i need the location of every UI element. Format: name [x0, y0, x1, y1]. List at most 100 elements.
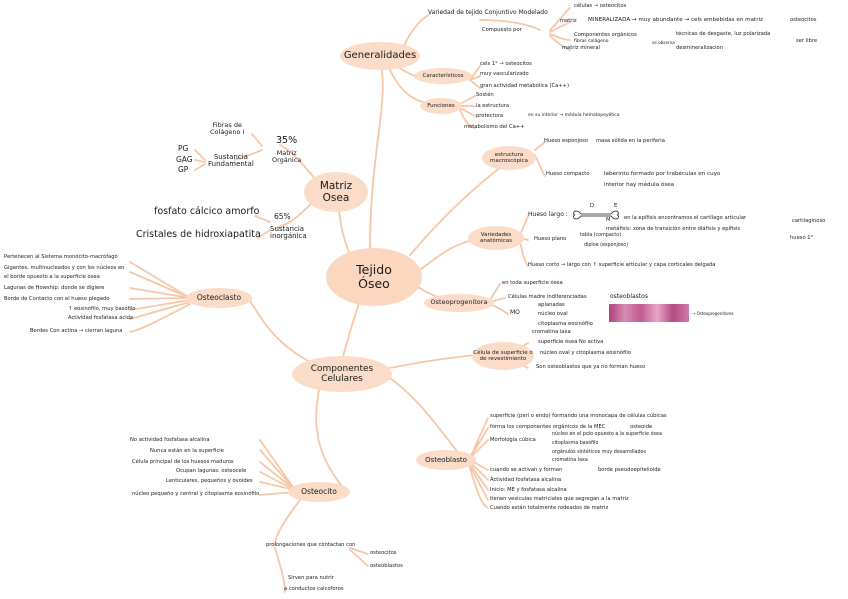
- text-oc-4: Lagunas de Howship: donde se digiere: [4, 285, 105, 291]
- text-ot-4: Ocupan lagunas: osteocele: [176, 468, 247, 474]
- node-revestimiento: Célula de superficie o de revestimiento: [472, 342, 534, 370]
- text-histo-label: → Osteoprogenitores: [692, 311, 734, 316]
- text-corto: Hueso corto → largo con ↑ superficie art…: [528, 262, 716, 268]
- text-oc-6: ↑ eosinófilo, muy basófilo: [68, 306, 136, 312]
- text-celulas: células → osteocitos: [574, 3, 627, 9]
- text-cartilaginoso: cartilaginoso: [792, 218, 826, 224]
- text-compuesto: Compuesto por: [482, 27, 522, 33]
- text-matriz-label: matriz: [560, 18, 577, 24]
- text-ot-2: Nunca están en la superficie: [150, 448, 224, 454]
- text-ob-11: Actividad fosfatasa alcalina: [490, 477, 562, 483]
- text-fun-1: Sostén: [476, 92, 494, 98]
- text-componentes-organicos: Componentes orgánicos: [574, 32, 637, 38]
- text-ot-8: osteocitos: [370, 550, 397, 556]
- text-ot-5: Lenticulares, pequeños y ovoides: [166, 478, 253, 484]
- text-sustancia-fund: Sustancia Fundamental: [208, 153, 254, 168]
- text-ot-10: Sirven para nutrir: [288, 575, 334, 581]
- text-ot-11: a conductos calcóforos: [284, 586, 344, 592]
- text-oc-7: Actividad fosfatasa ácida: [68, 315, 134, 321]
- text-mo: MO: [510, 309, 520, 316]
- text-ob-1: superficie (peri o endo) formando una mo…: [490, 413, 667, 419]
- node-generalidades: Generalidades: [340, 42, 420, 70]
- node-matriz-osea: Matriz Osea: [304, 172, 368, 212]
- text-op-2: Células madre indiferenciadas: [508, 294, 587, 300]
- node-osteocito: Osteocito: [288, 482, 350, 502]
- text-plano: Hueso plano: [534, 236, 567, 242]
- text-oc-8: Bordes Con actina → cierran laguna: [30, 328, 123, 334]
- text-osteocitos-right: osteocitos: [790, 17, 817, 23]
- bone-label-m: M: [606, 217, 611, 223]
- center-node: Tejido Óseo: [326, 248, 422, 306]
- text-diploe: diploe (esponjoso): [584, 243, 629, 248]
- text-tabla: tabla (compacto): [580, 233, 622, 238]
- node-componentes-celulares: Componentes Celulares: [292, 356, 392, 392]
- text-ob-10: borde pseudoepitelioide: [598, 467, 661, 473]
- text-ob-4: Morfología cúbica: [490, 437, 536, 443]
- text-ob-3: osteoide: [630, 424, 653, 430]
- text-ob-5: núcleo en el polo opuesto a la superfici…: [552, 432, 662, 437]
- text-fun-5: metabolismo del Ca++: [464, 124, 525, 130]
- text-fun-4: en su interior → médula hematopoyética: [528, 113, 620, 118]
- text-fun-3: protectora: [476, 113, 504, 119]
- text-ob-14: Cuando están totalmente rodeados de matr…: [490, 505, 609, 511]
- text-gp: GP: [178, 165, 189, 174]
- text-rev-2: núcleo oval y citoplasma eosinófilo: [540, 350, 631, 356]
- node-variedades: Variedades anatómicas: [468, 226, 524, 250]
- text-ob-2: forma los componentes orgánicos de la ME…: [490, 424, 606, 430]
- text-matriz-mineral: matriz mineral: [562, 45, 600, 51]
- text-ot-3: Célula principal de los huesos maduros: [132, 459, 234, 465]
- node-osteoclasto: Osteoclasto: [186, 288, 252, 308]
- text-ot-6: núcleo pequeño y central y citoplasma eo…: [132, 491, 260, 497]
- text-matriz-organica: Matriz Orgánica: [272, 149, 302, 164]
- text-oc-3: el borde opuesto a la superficie ósea: [4, 274, 100, 280]
- text-op-4: aplanadas: [538, 302, 565, 308]
- text-mineralizada: MINERALIZADA → muy abundante → cels embe…: [588, 17, 763, 23]
- text-oc-2: Gigantes, multinucleados y con los núcle…: [4, 265, 125, 271]
- text-rev-1: superficie ósea No activa: [538, 339, 604, 345]
- text-op-7: cromatina laxa: [532, 329, 571, 335]
- text-fosfato: fosfato cálcico amorfo: [154, 206, 260, 217]
- node-caracteristicas: Característicos: [414, 68, 472, 84]
- bone-label-e: E: [614, 203, 618, 209]
- text-hueso-1: hueso 1°: [790, 235, 814, 241]
- text-ob-9: cuando se activan y forman: [490, 467, 563, 473]
- text-car-1: cels 1° → osteocitos: [480, 61, 532, 67]
- text-pct-65: 65%: [274, 212, 291, 221]
- text-esponjoso-desc: masa sólida en la periferia: [596, 138, 665, 144]
- text-ot-7: prolongaciones que contactan con: [266, 542, 356, 548]
- text-cristales: Cristales de hidroxiapatita: [136, 229, 261, 240]
- node-funciones: Funciones: [420, 98, 462, 114]
- text-oc-5: Borde de Contacto con el hueso plegado: [4, 296, 110, 302]
- text-fibras: Fibras de Colágeno I: [210, 121, 245, 136]
- text-ob-7: orgánulos sintéticos muy desarrollados: [552, 450, 646, 455]
- node-osteoprogenitora: Osteoprogenitora: [424, 294, 494, 312]
- text-fibras-colageno: fibras colágeno: [574, 39, 609, 44]
- center-title: Tejido Óseo: [356, 261, 392, 291]
- text-ob-6: citoplasma basófilo: [552, 441, 599, 446]
- text-ob-13: tienen vesículas matriciales que segrega…: [490, 496, 629, 502]
- text-compacto-desc-2: interior hay médula ósea: [604, 182, 675, 188]
- text-tecnicas: técnicas de desgaste, luz polarizada: [676, 31, 771, 37]
- text-gag: GAG: [176, 155, 193, 164]
- bone-label-d: D: [590, 203, 594, 209]
- text-compacto: Hueso compacto: [546, 171, 590, 177]
- text-ser-libre: ser libre: [796, 38, 818, 44]
- text-ob-8: cromatina laxa: [552, 458, 588, 463]
- text-se-observa: se observa: [652, 40, 675, 45]
- text-largo-desc-1: en la epífisis encontramos el cartílago …: [624, 215, 747, 221]
- text-variedad: Variedad de tejido Conjuntivo Modelado: [428, 9, 548, 16]
- text-pg: PG: [178, 144, 189, 153]
- text-op-1: en toda superficie ósea: [502, 280, 563, 286]
- text-sustancia-inorg: Sustancia inorgánica: [270, 225, 307, 240]
- text-largo: Hueso largo :: [528, 211, 568, 218]
- text-car-2: muy vascularizado: [480, 71, 529, 77]
- histology-image: [609, 304, 689, 322]
- text-desmineralizacion: desmineralización: [676, 45, 724, 51]
- text-pct-35: 35%: [276, 135, 298, 146]
- node-estructura: estructura macroscópica: [482, 146, 536, 170]
- text-rev-3: Son osteoblastos que ya no forman hueso: [536, 364, 646, 370]
- text-car-3: gran actividad metabólica (Ca++): [480, 83, 570, 89]
- text-fun-2: la estructura: [476, 103, 510, 109]
- text-op-6: citoplasma eosinófilo: [538, 321, 593, 327]
